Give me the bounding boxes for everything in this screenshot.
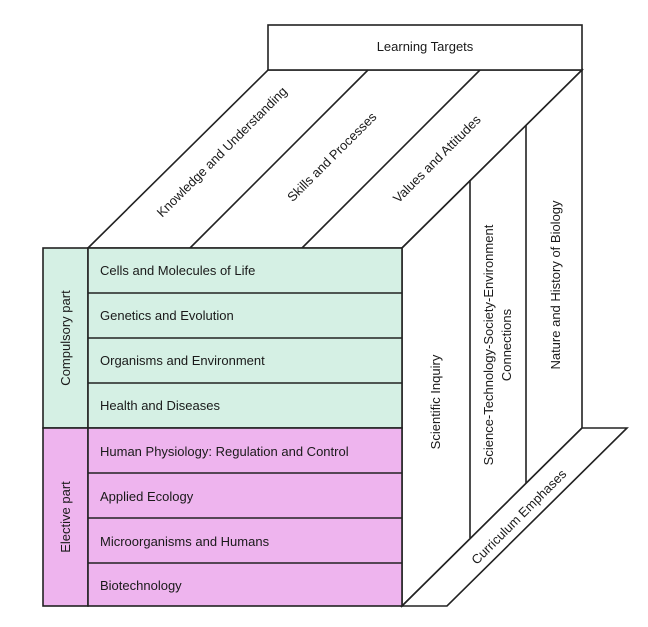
topic-microorganisms-humans: Microorganisms and Humans	[100, 534, 270, 549]
topic-applied-ecology: Applied Ecology	[100, 489, 194, 504]
elective-part-label: Elective part	[58, 481, 73, 553]
emphasis-stse-line2: Connections	[499, 308, 514, 381]
top-divider-2	[301, 69, 481, 249]
top-divider-1	[189, 69, 369, 249]
topic-biotechnology: Biotechnology	[100, 578, 182, 593]
topic-health-diseases: Health and Diseases	[100, 398, 220, 413]
topic-human-physiology: Human Physiology: Regulation and Control	[100, 444, 349, 459]
learning-targets-box	[267, 24, 583, 71]
compulsory-part-label: Compulsory part	[58, 290, 73, 386]
topic-genetics-evolution: Genetics and Evolution	[100, 308, 234, 323]
emphasis-scientific-inquiry: Scientific Inquiry	[428, 354, 443, 449]
elective-part-band	[42, 427, 89, 607]
emphasis-nature-history: Nature and History of Biology	[548, 200, 563, 370]
topic-cells-molecules: Cells and Molecules of Life	[100, 263, 255, 278]
elective-topics-block	[87, 427, 403, 607]
topic-organisms-environment: Organisms and Environment	[100, 353, 265, 368]
curriculum-emphases-shelf	[400, 427, 629, 607]
emphasis-stse-line1: Science-Technology-Society-Environment	[481, 224, 496, 465]
learning-targets-title: Learning Targets	[377, 39, 474, 54]
